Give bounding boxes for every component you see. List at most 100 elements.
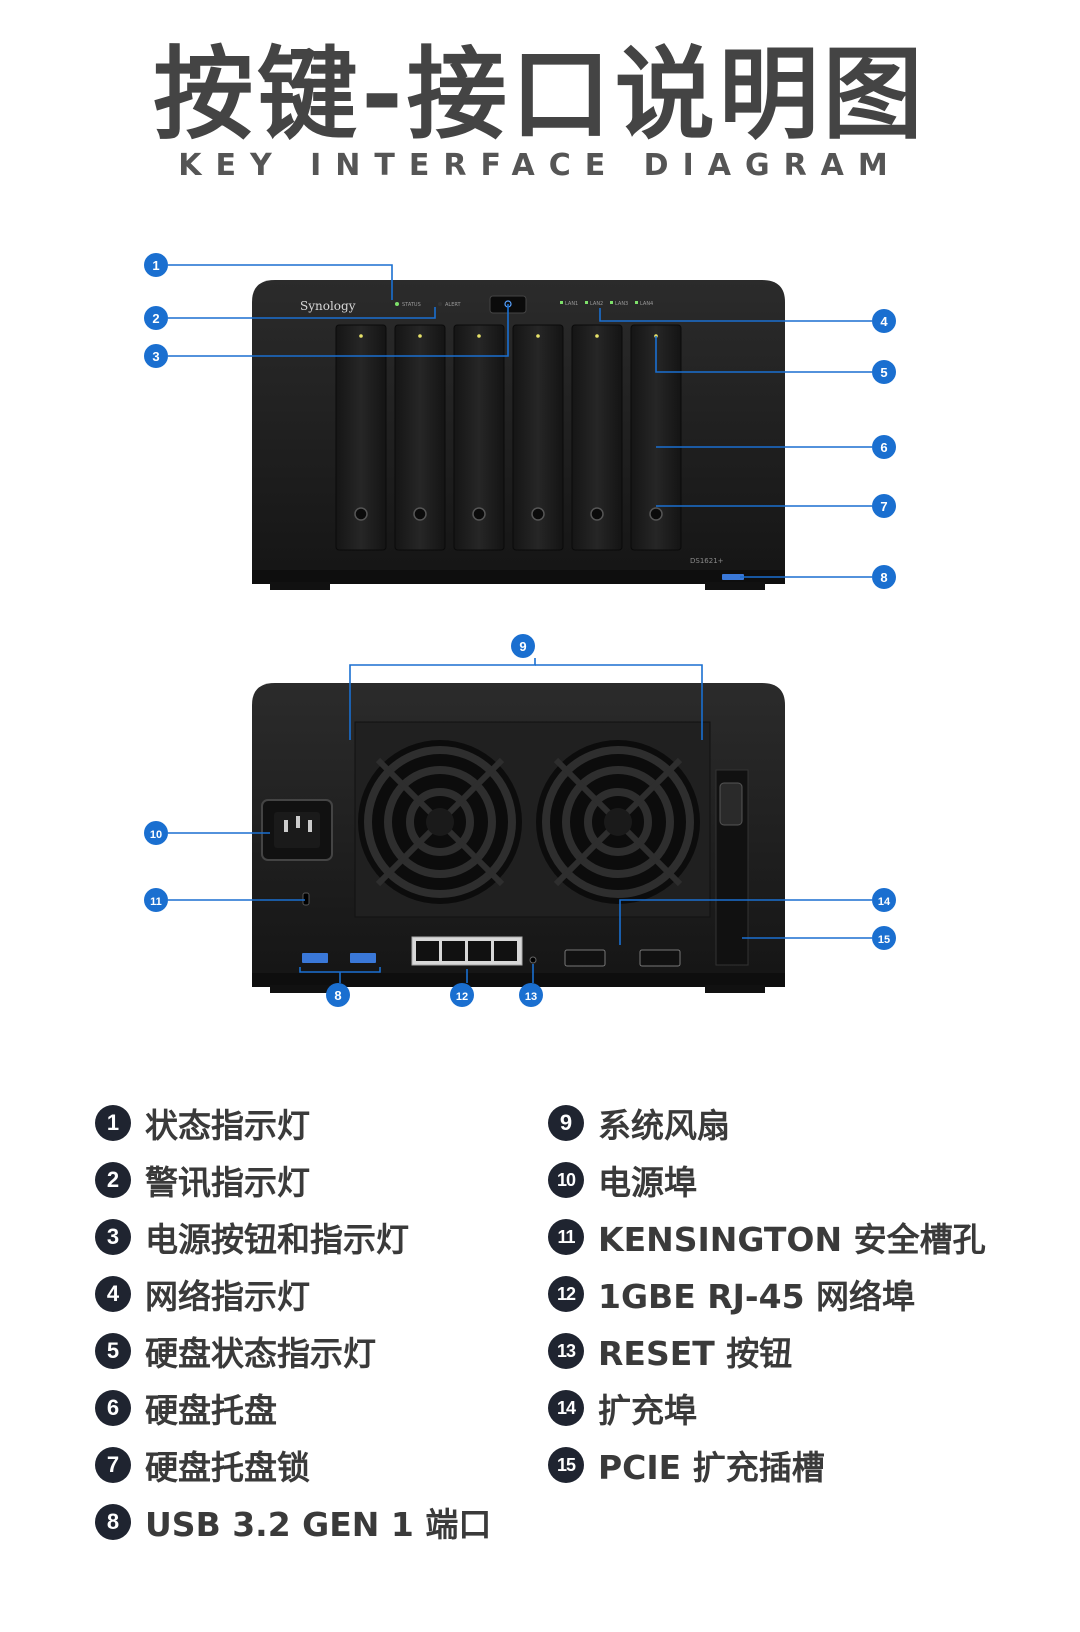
rear-usb-port[interactable] [350, 953, 376, 963]
callout-13: 13 [519, 983, 543, 1007]
front-usb-port[interactable] [722, 574, 744, 580]
legend-item-14: 14 扩充埠 [548, 1380, 986, 1436]
callout-2: 2 [144, 306, 168, 330]
legend-label: 硬盘托盘锁 [145, 1448, 310, 1487]
drive-tray[interactable] [571, 324, 623, 551]
svg-text:LAN2: LAN2 [590, 301, 603, 307]
svg-text:12: 12 [456, 991, 468, 1003]
nas-back-view [252, 683, 785, 993]
tray-lock-icon [472, 507, 486, 521]
rj45-ports[interactable] [411, 936, 523, 966]
tray-lock-icon [531, 507, 545, 521]
legend-item-5: 5 硬盘状态指示灯 [95, 1323, 491, 1379]
expansion-port[interactable] [639, 949, 681, 967]
callout-14: 14 [872, 888, 896, 912]
legend-label: RESET 按钮 [598, 1334, 793, 1373]
alert-led [438, 302, 442, 306]
callout-lines [168, 264, 872, 983]
fan-left [358, 740, 522, 904]
legend-number: 15 [548, 1447, 584, 1483]
page-subtitle: KEY INTERFACE DIAGRAM [178, 148, 902, 183]
callout-1: 1 [144, 253, 168, 277]
drive-tray[interactable] [453, 324, 505, 551]
tray-lock-icon [413, 507, 427, 521]
callout-12: 12 [450, 983, 474, 1007]
power-inlet[interactable] [261, 799, 333, 861]
brand-logo: Synology [300, 299, 356, 313]
legend-number: 9 [548, 1105, 584, 1141]
drive-tray[interactable] [394, 324, 446, 551]
svg-text:14: 14 [878, 896, 891, 908]
tray-lock-icon [590, 507, 604, 521]
fan-right [536, 740, 700, 904]
expansion-port[interactable] [564, 949, 606, 967]
callout-15: 15 [872, 926, 896, 950]
callout-3: 3 [144, 344, 168, 368]
legend-item-15: 15 PCIE 扩充插槽 [548, 1437, 986, 1493]
svg-text:LAN3: LAN3 [615, 301, 628, 307]
kensington-slot[interactable] [302, 892, 310, 906]
svg-text:8: 8 [880, 570, 887, 585]
callout-11: 11 [144, 888, 168, 912]
callout-7: 7 [872, 494, 896, 518]
callout-8: 8 [872, 565, 896, 589]
legend-label: 1GBE RJ-45 网络埠 [598, 1277, 916, 1316]
legend-number: 3 [95, 1219, 131, 1255]
svg-text:5: 5 [880, 365, 887, 380]
legend-item-13: 13 RESET 按钮 [548, 1323, 986, 1379]
legend-number: 2 [95, 1162, 131, 1198]
legend-label: 状态指示灯 [145, 1106, 310, 1145]
callout-8-rear: 8 [326, 983, 350, 1007]
callout-6: 6 [872, 435, 896, 459]
legend-item-10: 10 电源埠 [548, 1152, 986, 1208]
legend-item-9: 9 系统风扇 [548, 1095, 986, 1151]
svg-text:9: 9 [519, 639, 526, 654]
callout-badges: 1 2 3 4 5 6 7 8 9 10 11 12 13 14 15 8 [144, 253, 896, 1007]
legend-number: 10 [548, 1162, 584, 1198]
legend-number: 12 [548, 1276, 584, 1312]
legend-label: 系统风扇 [598, 1106, 730, 1145]
legend-number: 5 [95, 1333, 131, 1369]
legend-number: 13 [548, 1333, 584, 1369]
tray-lock-icon [354, 507, 368, 521]
svg-text:13: 13 [525, 991, 537, 1003]
drive-bays [335, 324, 682, 551]
legend-label: PCIE 扩充插槽 [598, 1448, 825, 1487]
drive-tray[interactable] [335, 324, 387, 551]
drive-tray[interactable] [512, 324, 564, 551]
drive-tray[interactable] [630, 324, 682, 551]
svg-text:LAN1: LAN1 [565, 301, 578, 307]
callout-9: 9 [511, 634, 535, 658]
svg-text:15: 15 [878, 934, 890, 946]
model-label: DS1621+ [690, 557, 724, 565]
legend-label: 网络指示灯 [145, 1277, 310, 1316]
svg-text:4: 4 [880, 314, 888, 329]
svg-text:11: 11 [150, 896, 162, 908]
callout-4: 4 [872, 309, 896, 333]
svg-text:LAN4: LAN4 [640, 301, 653, 307]
legend-number: 11 [548, 1219, 584, 1255]
legend-label: 电源埠 [598, 1163, 697, 1202]
legend-label: 警讯指示灯 [145, 1163, 310, 1202]
status-led-label: STATUS [402, 302, 421, 308]
legend-item-2: 2 警讯指示灯 [95, 1152, 491, 1208]
legend-label: 扩充埠 [598, 1391, 697, 1430]
legend-label: 硬盘状态指示灯 [145, 1334, 376, 1373]
legend-number: 14 [548, 1390, 584, 1426]
rear-usb-port[interactable] [302, 953, 328, 963]
status-led [395, 302, 399, 306]
reset-button[interactable] [529, 956, 537, 964]
nas-front-view: Synology STATUS ALERT LAN1 LAN2 LAN3 LAN… [252, 280, 785, 590]
svg-text:6: 6 [880, 440, 887, 455]
svg-text:2: 2 [152, 311, 159, 326]
legend-label: USB 3.2 GEN 1 端口 [145, 1505, 492, 1544]
device-diagram: Synology STATUS ALERT LAN1 LAN2 LAN3 LAN… [144, 253, 896, 1007]
svg-text:1: 1 [152, 258, 159, 273]
